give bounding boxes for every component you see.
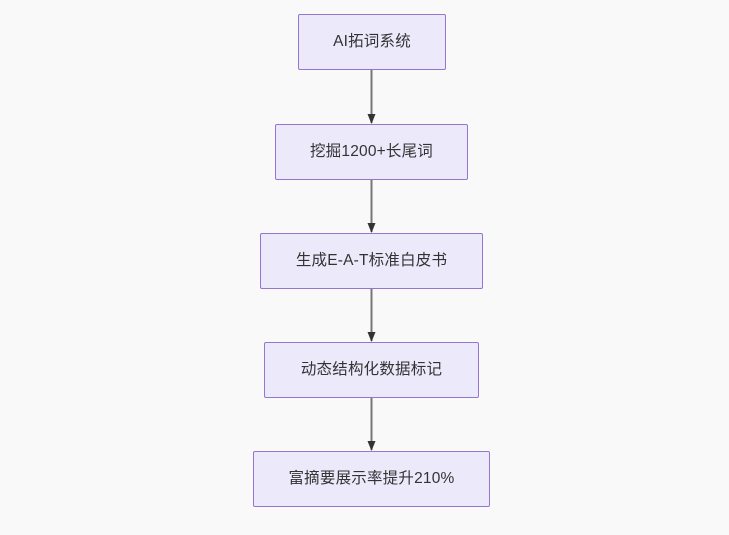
flow-node-generate-eat-whitepaper[interactable]: 生成E-A-T标准白皮书	[260, 233, 483, 289]
flow-node-label: 动态结构化数据标记	[300, 361, 443, 379]
flow-node-rich-snippet-impression-lift[interactable]: 富摘要展示率提升210%	[253, 451, 490, 507]
flow-node-dynamic-structured-data-markup[interactable]: 动态结构化数据标记	[264, 342, 479, 398]
flow-node-label: 生成E-A-T标准白皮书	[295, 252, 448, 270]
flow-node-label: 富摘要展示率提升210%	[288, 470, 455, 488]
flow-node-label: AI拓词系统	[333, 33, 411, 51]
flow-node-mine-longtail-keywords[interactable]: 挖掘1200+长尾词	[275, 124, 468, 180]
flow-node-label: 挖掘1200+长尾词	[309, 143, 434, 161]
flow-node-ai-keyword-system[interactable]: AI拓词系统	[298, 14, 446, 70]
